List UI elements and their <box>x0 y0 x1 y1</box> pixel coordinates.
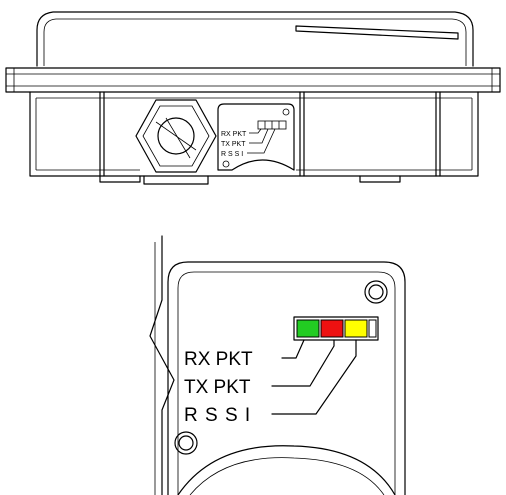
small-label-rx-pkt: RX PKT <box>221 131 247 138</box>
device-flange <box>5 67 501 93</box>
leader-rx <box>281 339 305 359</box>
panel-border <box>167 261 406 495</box>
led-rx-pkt <box>296 319 320 338</box>
leader-tx <box>271 339 335 387</box>
led-spare <box>368 319 377 338</box>
leader-rssi <box>271 339 357 415</box>
label-rx-pkt: RX PKT <box>184 349 253 370</box>
led-tx-pkt <box>320 319 344 338</box>
led-panel-small: RX PKT TX PKT R S S I <box>217 103 295 171</box>
led-panel-enlarged: RX PKT TX PKT R S S I <box>149 235 406 495</box>
small-label-rssi: R S S I <box>221 151 243 158</box>
screw-top-right <box>364 280 388 304</box>
screw-bottom-left <box>174 431 198 455</box>
device-side-view: RX PKT TX PKT R S S I <box>5 11 501 185</box>
led-rssi <box>344 319 368 338</box>
lid-vent-slot <box>295 25 459 40</box>
device-lid <box>36 11 474 67</box>
cable-gland <box>135 99 217 185</box>
device-body <box>29 91 479 177</box>
label-rssi: R S S I <box>184 405 251 426</box>
label-tx-pkt: TX PKT <box>184 377 251 398</box>
small-label-tx-pkt: TX PKT <box>221 141 246 148</box>
